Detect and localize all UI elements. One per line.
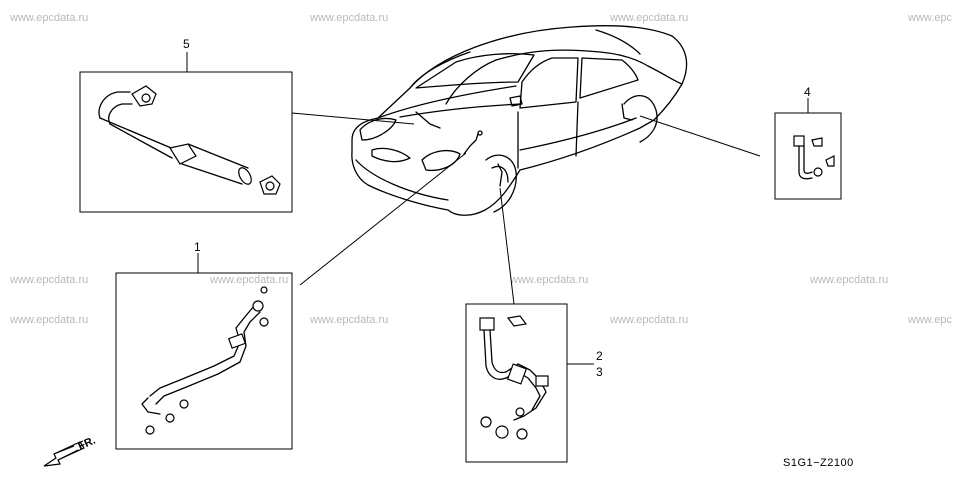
part-1-frame xyxy=(115,272,293,450)
leader-line-2-3 xyxy=(499,187,515,305)
watermark: www.epcdata.ru xyxy=(809,274,888,286)
watermark: www.epc xyxy=(907,314,953,326)
part-5-frame xyxy=(79,71,293,213)
front-direction-arrow: FR. xyxy=(43,435,97,467)
callout-label-3: 3 xyxy=(596,365,603,379)
callout-labels: 5 1 4 2 3 xyxy=(183,37,811,379)
part-4-frame xyxy=(774,112,842,200)
watermark: www.epcdata.ru xyxy=(209,274,288,286)
watermark: www.epcdata.ru xyxy=(509,274,588,286)
callout-label-2: 2 xyxy=(596,349,603,363)
front-direction-label: FR. xyxy=(76,435,97,453)
leader-line-4 xyxy=(639,115,761,157)
watermark: www.epcdata.ru xyxy=(9,12,88,24)
leader-line-5 xyxy=(291,112,415,125)
watermark: www.epcdata.ru xyxy=(9,314,88,326)
watermark: www.epcdata.ru xyxy=(309,12,388,24)
leader-line-1 xyxy=(299,152,467,286)
watermarks: www.epcdata.ru www.epcdata.ru www.epcdat… xyxy=(9,12,953,326)
part-5-panel xyxy=(79,71,293,213)
watermark: www.epcdata.ru xyxy=(309,314,388,326)
watermark: www.epcdata.ru xyxy=(9,274,88,286)
callout-label-4: 4 xyxy=(804,85,811,99)
part-2-3-frame xyxy=(465,303,568,463)
callout-label-1: 1 xyxy=(194,240,201,254)
part-2-3-panel xyxy=(465,303,568,463)
leader-lines xyxy=(186,52,809,365)
diagram-code: S1G1−Z2100 xyxy=(783,457,854,469)
car-body xyxy=(351,25,688,216)
watermark: www.epcdata.ru xyxy=(609,314,688,326)
watermark: www.epcdata.ru xyxy=(609,12,688,24)
watermark: www.epc xyxy=(907,12,953,24)
part-1-panel xyxy=(115,272,293,450)
part-4-panel xyxy=(774,112,842,200)
callout-label-5: 5 xyxy=(183,37,190,51)
